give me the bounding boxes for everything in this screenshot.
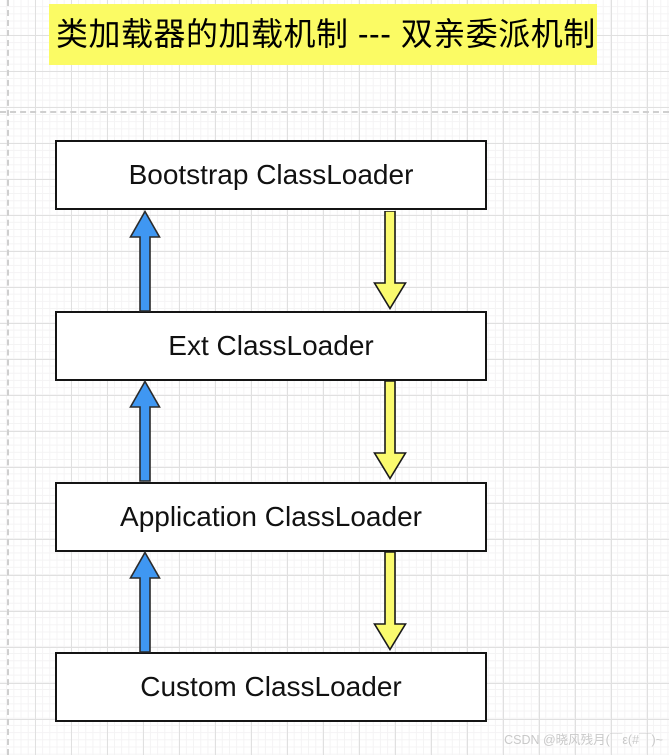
down-arrow-icon [373, 552, 407, 651]
up-arrow-icon [129, 551, 161, 653]
node-label: Ext ClassLoader [168, 330, 374, 361]
down-arrow-icon [373, 381, 407, 480]
node-custom-classloader: Custom ClassLoader [55, 652, 487, 722]
page-boundary-horizontal [0, 111, 669, 113]
node-label: Application ClassLoader [120, 501, 422, 532]
node-application-classloader: Application ClassLoader [55, 482, 487, 552]
up-arrow-icon [129, 380, 161, 482]
down-arrow-icon [373, 211, 407, 310]
csdn-watermark: CSDN @晓风残月(￣ε(#￣)~ [504, 733, 663, 747]
up-arrow-icon [129, 210, 161, 312]
node-bootstrap-classloader: Bootstrap ClassLoader [55, 140, 487, 210]
diagram-title: 类加载器的加载机制 --- 双亲委派机制 [49, 4, 597, 65]
node-ext-classloader: Ext ClassLoader [55, 311, 487, 381]
page-boundary-vertical [7, 0, 9, 755]
node-label: Bootstrap ClassLoader [128, 159, 414, 190]
node-label: Custom ClassLoader [140, 671, 402, 702]
